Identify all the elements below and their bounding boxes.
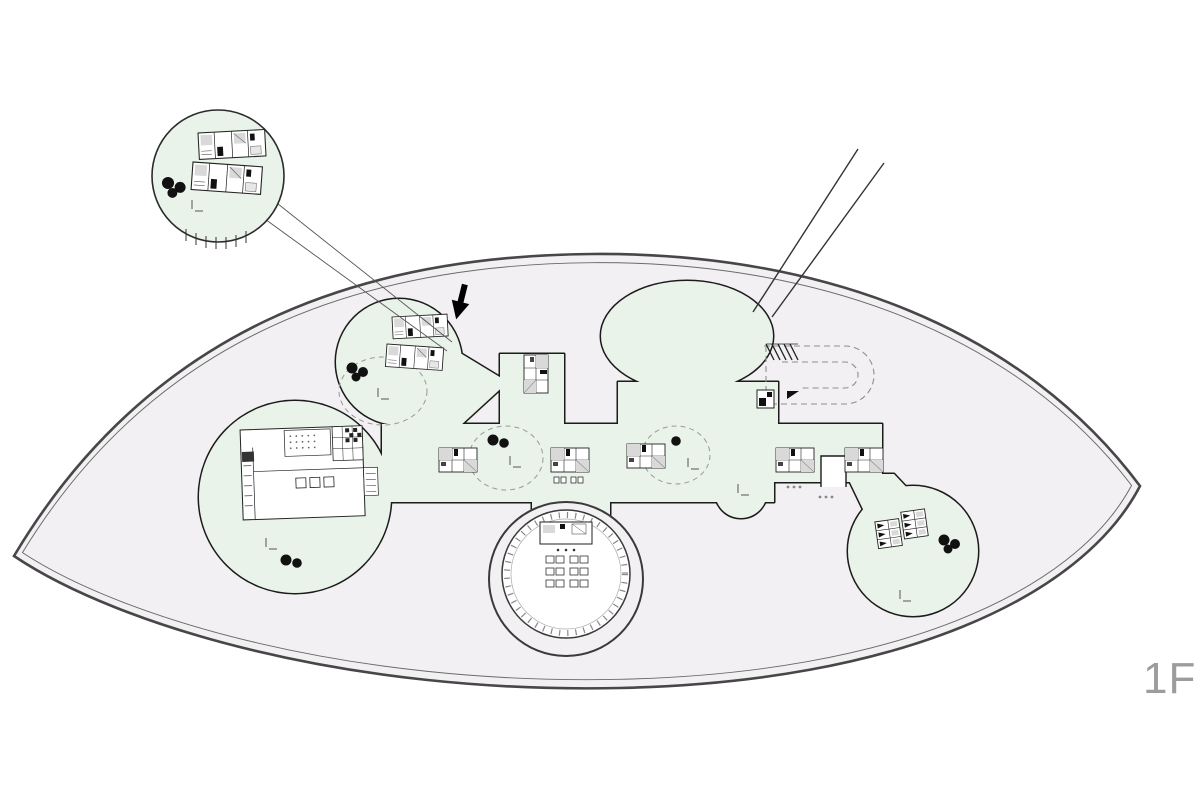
auditorium-rim-ticks xyxy=(504,512,628,636)
podB-building xyxy=(239,425,379,521)
detail-callout-serration xyxy=(185,229,247,249)
elevator-core xyxy=(756,389,799,409)
corridor-furniture-2 xyxy=(550,447,590,473)
storage-squares xyxy=(553,476,584,484)
apartment-unit-detail-1 xyxy=(197,128,267,160)
corridor-furniture-4 xyxy=(775,447,815,473)
dashed-courtyard-podA xyxy=(338,356,428,426)
leader-line-2 xyxy=(267,195,453,343)
auditorium-stage xyxy=(539,521,593,552)
detail-callout xyxy=(151,109,453,352)
dashed-courtyard-2 xyxy=(641,425,711,485)
tree-court2 xyxy=(671,436,681,446)
corridor-furniture-3 xyxy=(626,443,666,469)
dashed-driveway-track xyxy=(764,345,875,405)
apartment-unit-A2 xyxy=(384,343,445,371)
stair-flag xyxy=(787,391,799,399)
corridor-furniture-1 xyxy=(438,447,478,473)
walkway-dots xyxy=(786,485,834,499)
apartment-unit-detail-2 xyxy=(190,161,264,195)
section-line-1 xyxy=(752,148,859,313)
ramp-hatch xyxy=(765,343,799,361)
auditorium-seating-grid xyxy=(545,555,589,588)
corridor-furniture-6 xyxy=(523,354,549,394)
leader-line-1 xyxy=(257,213,448,352)
floor-label: 1F xyxy=(1143,654,1196,703)
podB-stair-grid xyxy=(345,427,362,443)
site-inner-outline xyxy=(21,262,1133,681)
apartment-unit-A1 xyxy=(391,313,449,340)
section-line-2 xyxy=(771,162,885,318)
corridor-notch xyxy=(820,455,847,487)
auditorium xyxy=(488,501,644,657)
corridor-furniture-5 xyxy=(844,447,884,473)
entrance-arrow-icon xyxy=(451,283,470,320)
